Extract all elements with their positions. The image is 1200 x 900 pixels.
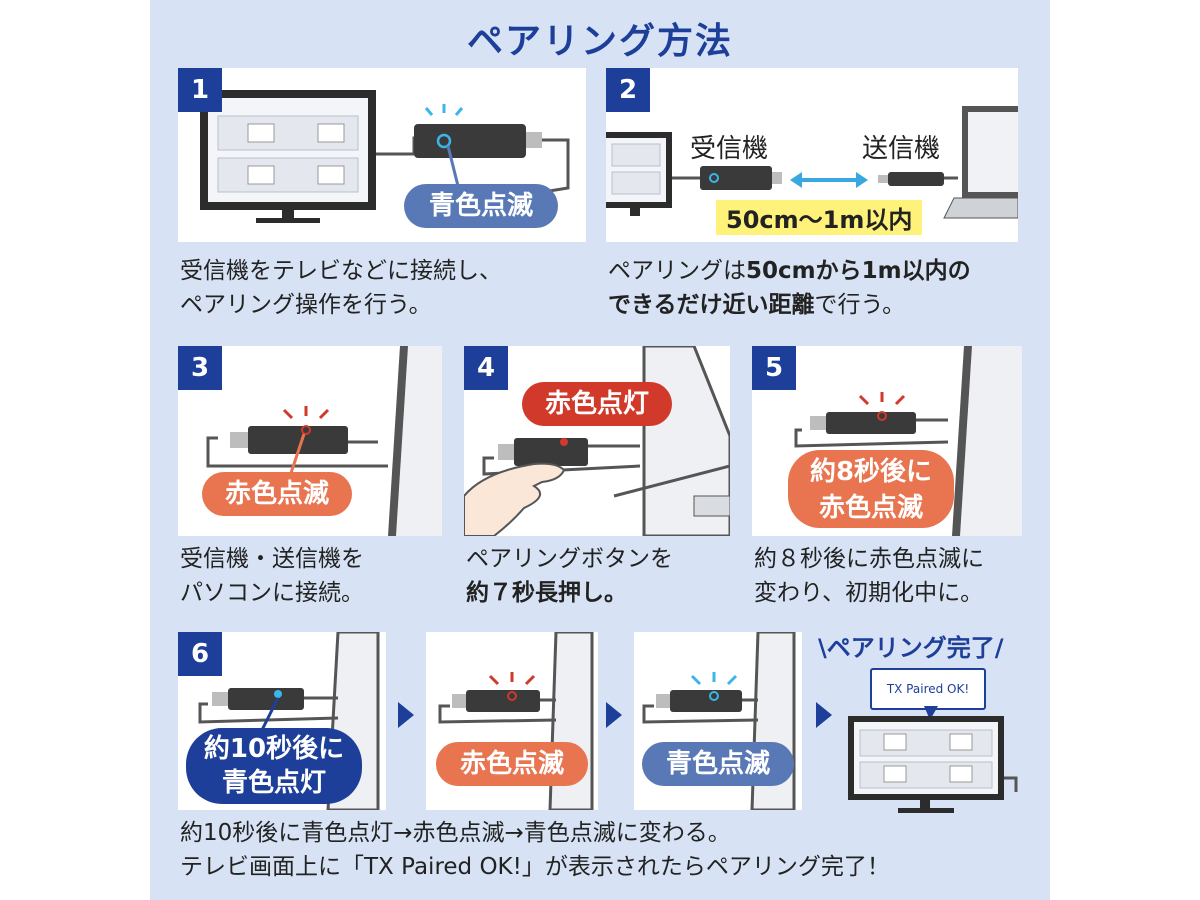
step-number: 3 (178, 346, 222, 390)
step-6c-illustration: 青色点滅 (634, 632, 802, 810)
page-title: ペアリング方法 (466, 21, 733, 62)
tv-receiver-illustration (200, 90, 570, 223)
tx-paired-message: TX Paired OK! (870, 668, 986, 710)
step-6a-illustration: 6 約10秒後に 青色点灯 (178, 632, 386, 810)
step-6b-illustration: 赤色点滅 (426, 632, 598, 810)
step-number: 4 (464, 346, 508, 390)
receiver-label: 受信機 (690, 134, 769, 164)
next-arrow-icon (398, 702, 414, 728)
status-badge: 青色点滅 (404, 184, 558, 228)
step-number: 2 (606, 68, 650, 112)
step-4-illustration: 4 赤色点灯 (464, 346, 730, 536)
step-6-caption: 約10秒後に青色点灯→赤色点滅→青色点滅に変わる。 テレビ画面上に「TX Pai… (180, 820, 890, 880)
status-badge: 約10秒後に 青色点灯 (186, 728, 362, 804)
laptop-devices-illustration (206, 346, 442, 536)
range-label: 50cm〜1m以内 (716, 200, 923, 235)
pairing-complete-label: \ペアリング完了/ (818, 634, 1004, 662)
status-badge: 赤色点灯 (522, 382, 672, 426)
laptop-devices-illustration (794, 346, 1022, 536)
step-1-caption: 受信機をテレビなどに接続し、 ペアリング操作を行う。 (180, 258, 502, 318)
step-5-illustration: 5 約8秒後に 赤色点滅 (752, 346, 1022, 536)
status-badge: 赤色点滅 (436, 742, 588, 786)
next-arrow-icon (606, 702, 622, 728)
step-1-illustration: 1 青色点滅 (178, 68, 586, 242)
status-badge: 赤色点滅 (202, 472, 352, 516)
step-number: 5 (752, 346, 796, 390)
status-badge: 約8秒後に 赤色点滅 (788, 450, 954, 528)
step-5-caption: 約８秒後に赤色点滅に 変わり、初期化中に。 (754, 546, 984, 606)
step-2-caption: ペアリングは50cmから1m以内の できるだけ近い距離で行う。 (608, 258, 971, 318)
step-3-caption: 受信機・送信機を パソコンに接続。 (180, 546, 364, 606)
next-arrow-icon (816, 702, 832, 728)
distance-illustration (606, 106, 1018, 219)
step-number: 1 (178, 68, 222, 112)
step-4-caption: ペアリングボタンを 約７秒長押し。 (466, 546, 673, 606)
step-number: 6 (178, 632, 222, 676)
step-2-illustration: 2 受信機 送信機 50cm〜1m以内 (606, 68, 1018, 242)
tv-complete-illustration (848, 706, 1018, 813)
transmitter-label: 送信機 (862, 134, 941, 164)
status-badge: 青色点滅 (642, 742, 794, 786)
step-3-illustration: 3 赤色点滅 (178, 346, 442, 536)
